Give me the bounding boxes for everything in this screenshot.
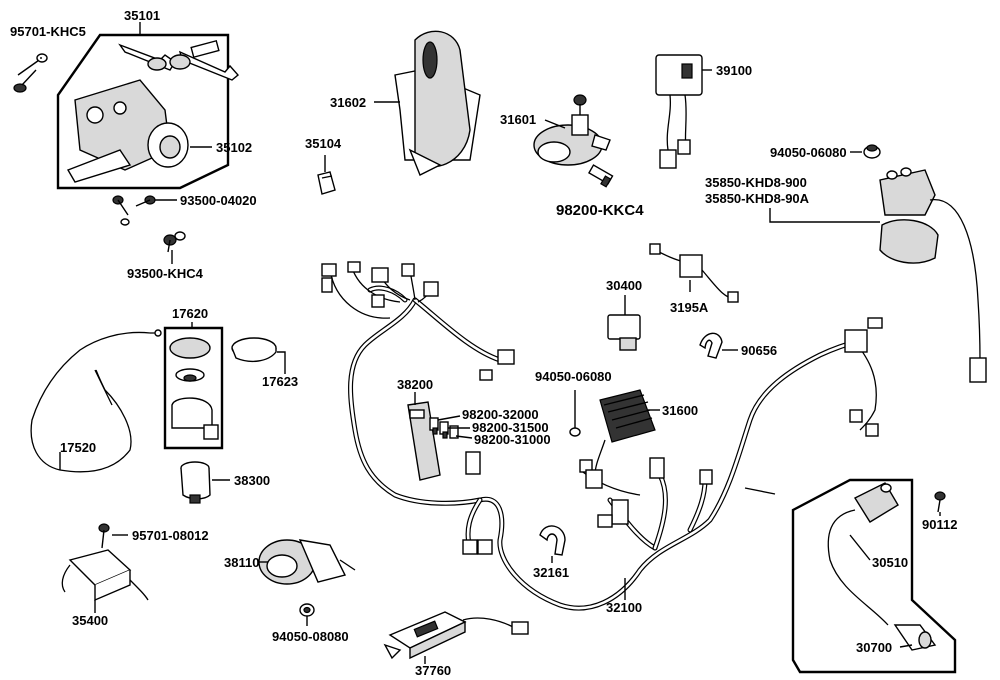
label-95701-khc5: 95701-KHC5 xyxy=(10,24,86,39)
label-3195a: 3195A xyxy=(670,300,709,315)
ring-17623 xyxy=(231,337,277,363)
label-95701-08012: 95701-08012 xyxy=(132,528,209,543)
label-30400: 30400 xyxy=(606,278,642,293)
bracket-35400 xyxy=(61,549,149,602)
connector-3195a xyxy=(649,243,739,303)
starter-relay-35850 xyxy=(879,167,987,383)
regulator-31600 xyxy=(585,389,656,489)
fuse-box-38200 xyxy=(407,401,441,481)
nut-94050-06080-b xyxy=(569,427,581,437)
label-30700: 30700 xyxy=(856,640,892,655)
bolt-95701-08012 xyxy=(98,523,110,549)
label-35102: 35102 xyxy=(216,140,252,155)
label-35850-khd8-900: 35850-KHD8-900 xyxy=(705,175,807,190)
label-93500-khc4: 93500-KHC4 xyxy=(127,266,204,281)
label-31600: 31600 xyxy=(662,403,698,418)
label-17520: 17520 xyxy=(60,440,96,455)
spark-cap-30700 xyxy=(893,624,937,651)
relay-30400 xyxy=(607,314,641,351)
label-38110: 38110 xyxy=(224,555,259,570)
fuses-98200 xyxy=(429,417,459,439)
lock-assembly-box xyxy=(56,33,230,190)
screw-93500-khc4 xyxy=(163,231,186,253)
label-98200-31500: 98200-31500 xyxy=(472,420,549,435)
screw-90112 xyxy=(934,491,946,513)
label-94050-06080-a: 94050-06080 xyxy=(770,145,847,160)
box-17620 xyxy=(163,326,224,450)
label-31601: 31601 xyxy=(500,112,536,127)
socket-38300 xyxy=(180,461,211,504)
label-35104: 35104 xyxy=(305,136,342,151)
nut-94050-06080-a xyxy=(863,144,881,159)
harness-connectors xyxy=(321,261,883,555)
label-35850-khd8-90a: 35850-KHD8-90A xyxy=(705,191,810,206)
leader-lines xyxy=(40,22,941,664)
label-30510: 30510 xyxy=(872,555,908,570)
ignition-keys xyxy=(118,39,240,81)
label-93500-04020: 93500-04020 xyxy=(180,193,257,208)
wire-harness-32100 xyxy=(329,267,877,611)
label-32161: 32161 xyxy=(533,565,569,580)
label-35400: 35400 xyxy=(72,613,108,628)
ignition-coil-30510 xyxy=(827,482,899,626)
label-37760: 37760 xyxy=(415,663,451,678)
clip-32161 xyxy=(539,525,566,556)
label-17623: 17623 xyxy=(262,374,298,389)
clip-35104 xyxy=(317,171,336,195)
label-31602: 31602 xyxy=(330,95,366,110)
label-35101: 35101 xyxy=(124,8,160,23)
relay-39100 xyxy=(655,54,703,169)
label-32100: 32100 xyxy=(606,600,642,615)
label-39100: 39100 xyxy=(716,63,752,78)
cap-17620 xyxy=(169,337,219,440)
label-94050-06080-b: 94050-06080 xyxy=(535,369,612,384)
label-90112: 90112 xyxy=(922,517,957,532)
switch-31601 xyxy=(533,94,611,166)
part-labels: 35101 95701-KHC5 35102 93500-04020 93500… xyxy=(10,8,957,678)
label-94050-08080: 94050-08080 xyxy=(272,629,349,644)
label-98200-31000: 98200-31000 xyxy=(474,432,551,447)
lock-cylinder-35102 xyxy=(66,79,189,183)
nut-94050-08080 xyxy=(299,603,315,617)
cover-31602 xyxy=(394,30,481,176)
label-98200-32000: 98200-32000 xyxy=(462,407,539,422)
label-38300: 38300 xyxy=(234,473,270,488)
label-17620: 17620 xyxy=(172,306,208,321)
module-37760 xyxy=(383,611,529,660)
clamp-90656 xyxy=(699,332,723,359)
box-30510 xyxy=(791,478,957,674)
label-38200: 38200 xyxy=(397,377,433,392)
screws-93500-04020 xyxy=(112,195,156,226)
horn-38110 xyxy=(258,539,356,585)
label-90656: 90656 xyxy=(741,343,777,358)
label-98200-kkc4: 98200-KKC4 xyxy=(556,202,644,219)
fuse-98200-kkc4 xyxy=(588,164,614,188)
bolt-95701-khc5 xyxy=(13,53,48,93)
